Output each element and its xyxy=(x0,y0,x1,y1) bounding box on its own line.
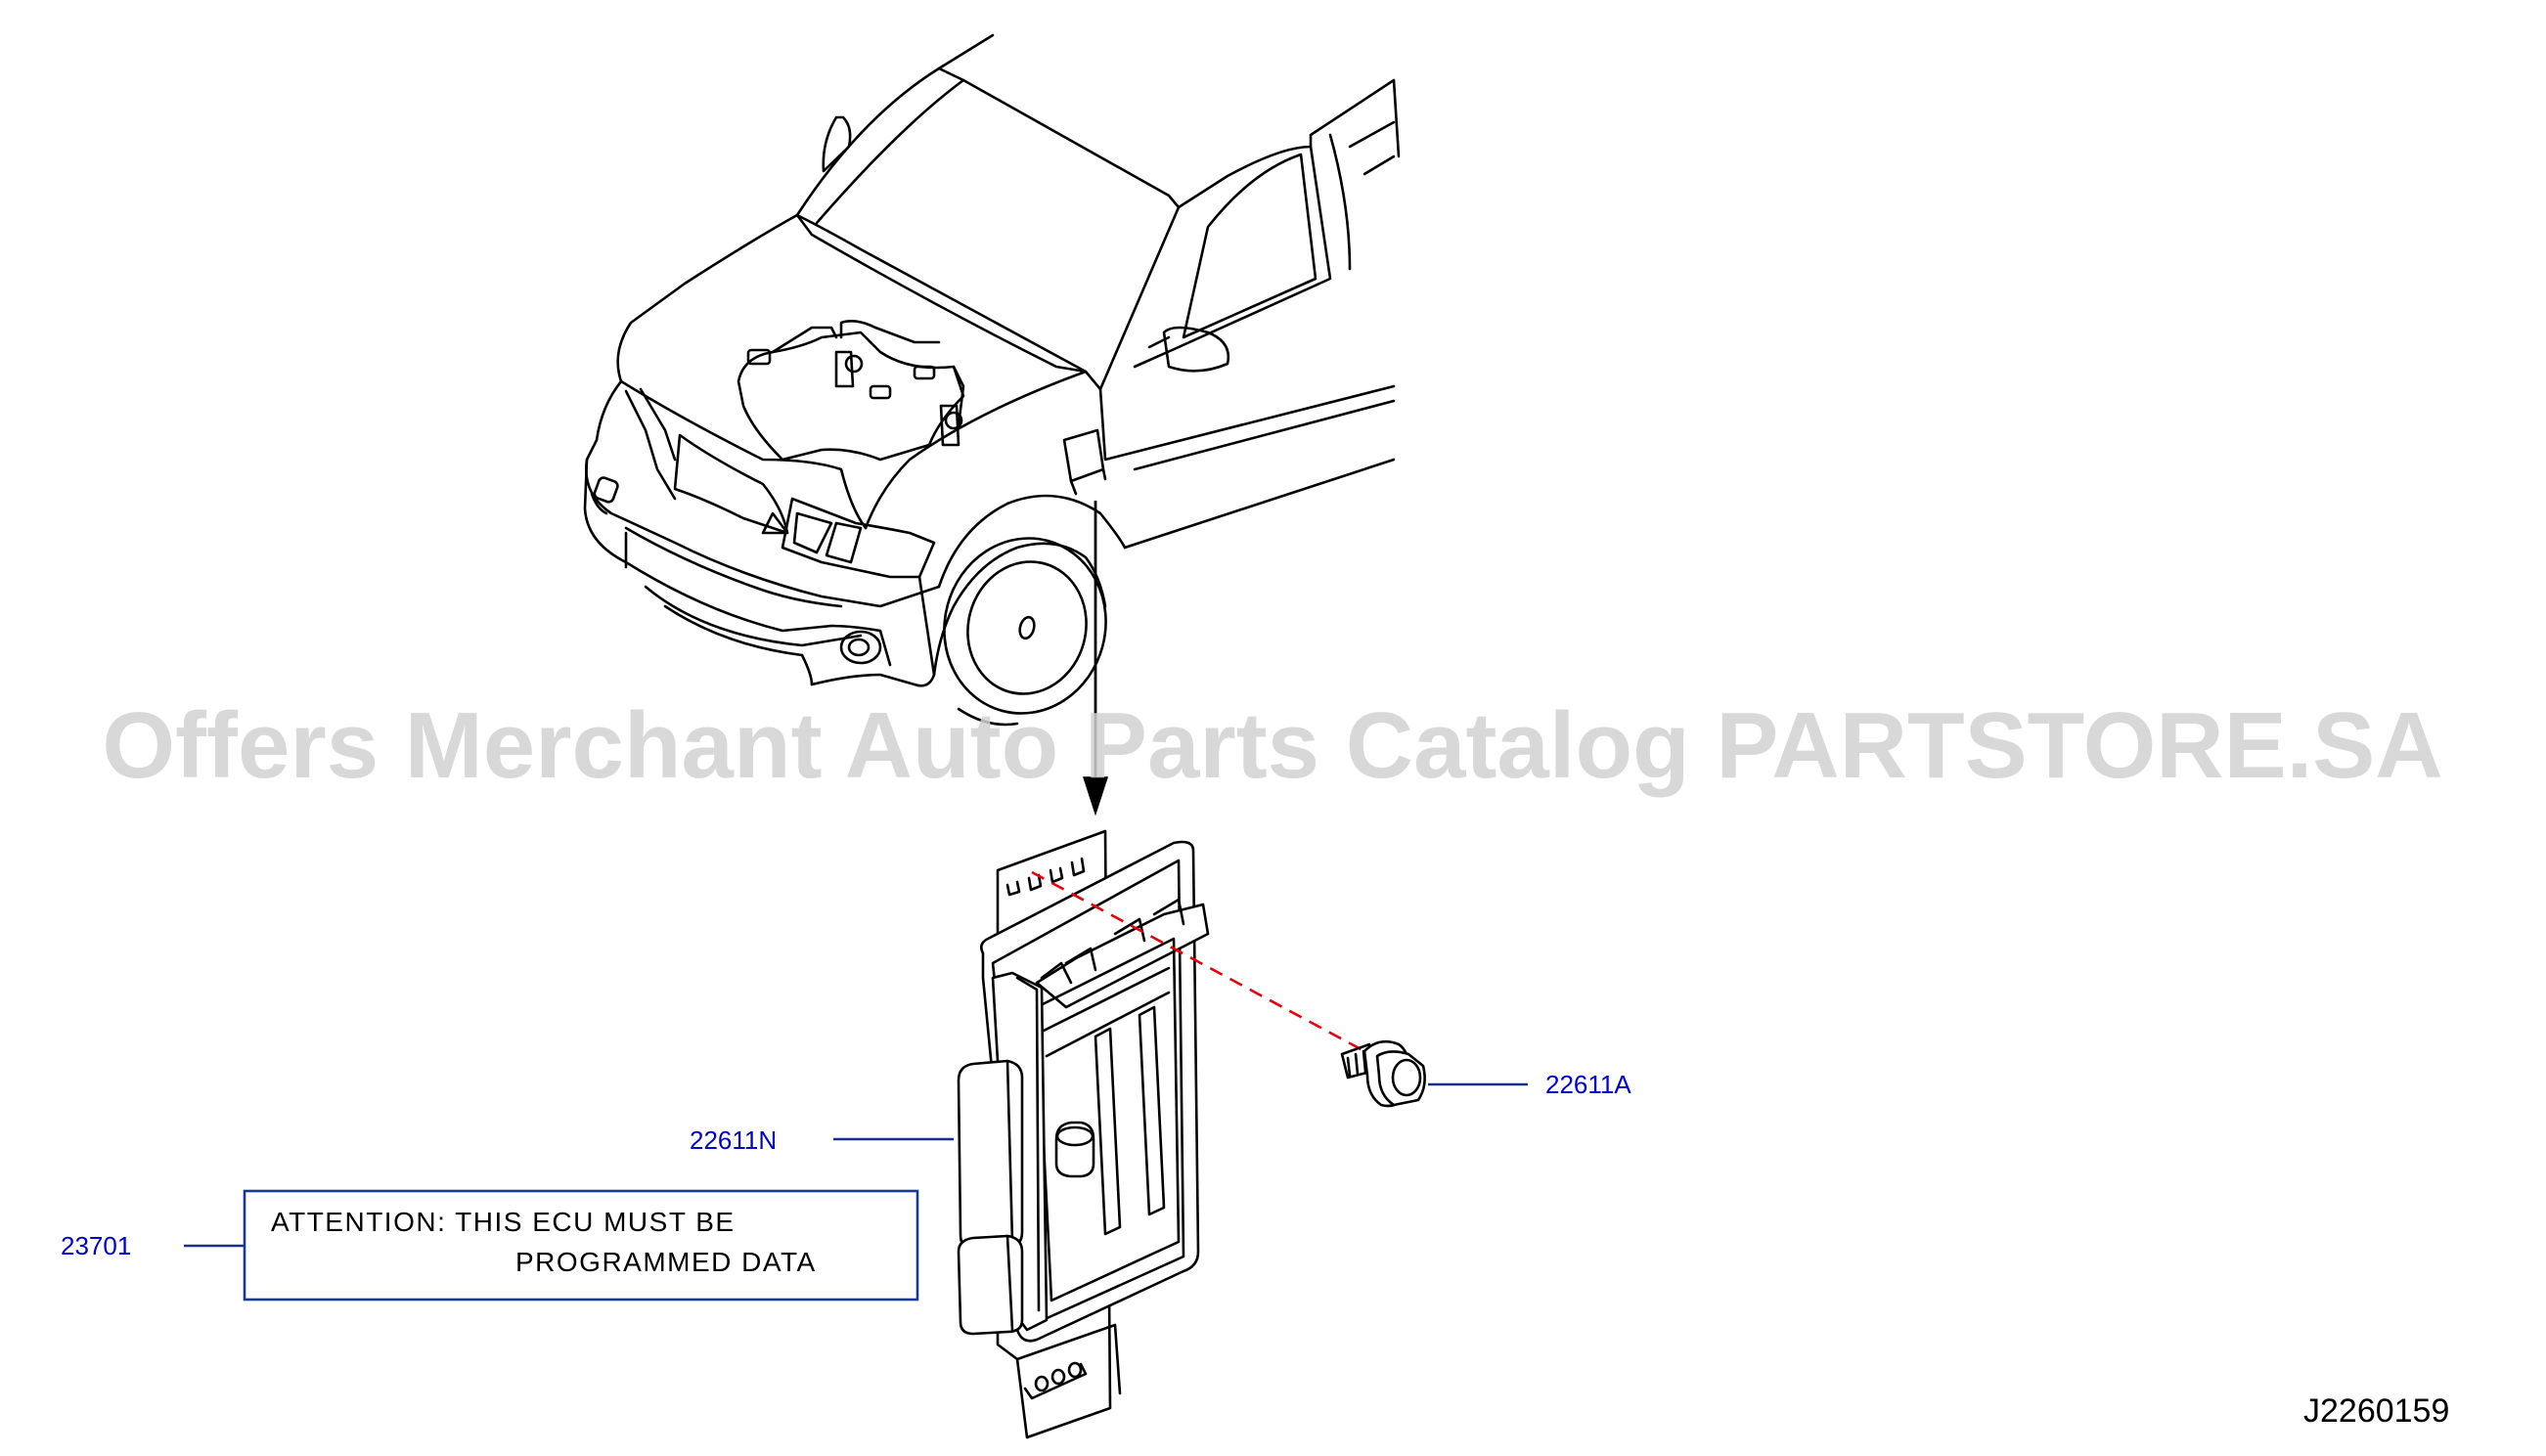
attention-note-frame xyxy=(243,1189,919,1302)
diagram-reference-code: J2260159 xyxy=(2303,1392,2449,1430)
callout-label-ecu: 22611N xyxy=(690,1125,777,1155)
callout-label-screw: 22611A xyxy=(1545,1070,1631,1099)
vehicle-illustration xyxy=(583,33,1401,727)
watermark-text: Offers Merchant Auto Parts Catalog PARTS… xyxy=(102,693,2442,798)
callout-label-note: 23701 xyxy=(61,1231,131,1260)
ecu-module xyxy=(957,829,1210,1439)
bolt-illustration xyxy=(1340,1039,1426,1108)
attention-note-line2: PROGRAMMED DATA xyxy=(515,1247,817,1277)
fastener-path-line xyxy=(1031,870,1365,1053)
attention-note-line1: ATTENTION: THIS ECU MUST BE xyxy=(271,1207,736,1237)
location-arrow xyxy=(1082,501,1109,816)
attention-note: ATTENTION: THIS ECU MUST BE PROGRAMMED D… xyxy=(243,1189,919,1302)
